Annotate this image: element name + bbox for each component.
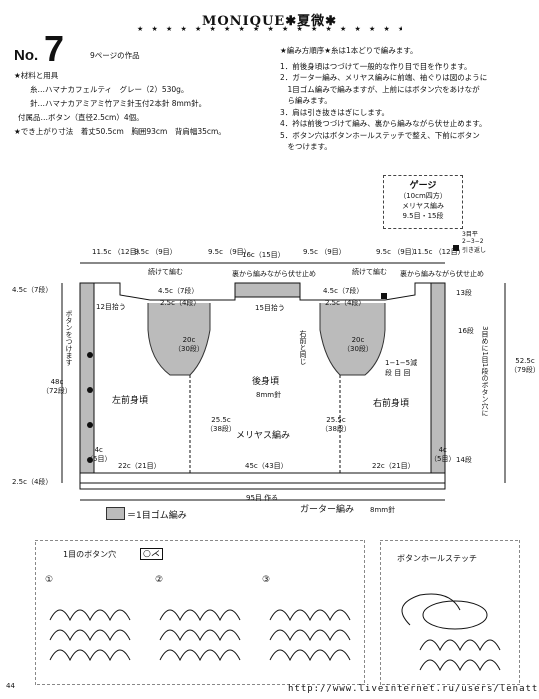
rows-14: 14段 [456, 456, 472, 464]
stockinette-label: メリヤス編み [236, 431, 291, 441]
buttonhole-title: 1目のボタン穴 [63, 550, 117, 559]
gauge-size: （10cm四方） [399, 192, 447, 200]
hem-width-left: 22c（21目） [118, 462, 161, 470]
steps-heading: ★編み方順序★糸は1本どりで編みます。 [280, 46, 418, 55]
top-dim-5: 9.5c （9目） [303, 248, 346, 256]
buttonhole-note: 3目めに1目1段のボタン穴に [481, 326, 489, 417]
page-header-title: MONIQUE✱夏微✱ [201, 14, 338, 29]
finished-size: ★でき上がり寸法 着丈50.5cm 胸囲93cm 背肩幅35cm。 [14, 127, 226, 136]
buttonhole-stitch-illustration [380, 540, 520, 685]
bind-off-note-left: 裏から編みながら伏せ止め [232, 270, 316, 278]
back-needle-label: 8mm針 [256, 391, 282, 399]
gauge-stitch: メリヤス編み [402, 202, 444, 210]
armhole-depth-right: 20c （30段） [343, 336, 373, 353]
pattern-page-ref: 9ページの作品 [90, 51, 140, 60]
buttonhole-symbol: ○⋌ [140, 548, 163, 560]
left-front-label: 左前身頃 [112, 396, 149, 406]
top-dim-3: 9.5c （9目） [208, 248, 251, 256]
materials-needles: 針…ハマナカアミアミ竹アミ針玉付2本針 8mm針。 [30, 99, 207, 108]
armhole-depth-left: 20c （30段） [174, 336, 204, 353]
step-line: 4．衿は前後つづけて編み、裏から編みながら伏せ止めます。 [280, 119, 487, 128]
neck-depth-left: 4.5c（7段） [158, 287, 199, 295]
step-2-marker: ② [155, 575, 164, 585]
top-dim-4: 16c（15目） [242, 251, 285, 259]
right-front-label: 右前身頃 [373, 399, 410, 409]
rib-height-left: 2.5c（4段） [160, 299, 201, 307]
step-1-marker: ① [45, 575, 54, 585]
rib-legend-swatch [106, 507, 125, 520]
side-length-right: 25.5c （38段） [321, 416, 351, 433]
garment-schematic [61, 245, 506, 501]
side-length-left: 25.5c （38段） [206, 416, 236, 433]
height-right: 52.5c （79段） [510, 357, 539, 374]
buttonhole-illustration [35, 540, 365, 685]
neck-depth-right: 4.5c（7段） [323, 287, 364, 295]
cast-on-note: 95目 作る [246, 494, 279, 502]
top-dim-7: 11.5c （12目） [413, 248, 465, 256]
pattern-number-label: No. [14, 47, 39, 64]
pickup-left: 12目拾う [96, 303, 126, 311]
step-line: 5．ボタン穴はボタンホールステッチで整え、下前にボタン [280, 130, 480, 140]
hem-width-right: 22c（21目） [372, 462, 415, 470]
step-line: をつけます。 [280, 142, 332, 151]
gauge-count: 9.5目・15段 [402, 212, 444, 220]
step-line: ら編みます。 [280, 96, 332, 105]
rib-height-right: 2.5c（4段） [325, 299, 366, 307]
short-row-note: 3目平 2−3−2 引き返し [462, 231, 487, 254]
step-line: 1．前後身頃はつづけて一般的な作り目で目を作ります。 [280, 61, 472, 71]
continue-note-left: 続けて編む [148, 268, 183, 276]
gauge-title: ゲージ [409, 181, 437, 191]
top-dim-2: 9.5c （9目） [134, 248, 177, 256]
top-dim-6: 9.5c （9目） [376, 248, 419, 256]
header-star-border: ★ ★ ★ ★ ★ ★ ★ ★ ★ ★ ★ ★ ★ ★ ★ ★ ★ ★ ★ ★ … [137, 25, 402, 33]
materials-heading: ★材料と用具 [14, 71, 59, 80]
materials-yarn: 糸…ハマナカフェルティ グレー（2）530g。 [30, 85, 189, 94]
step-line: 2．ガーター編み、メリヤス編みに前端、袖ぐりは図のように [280, 73, 488, 82]
gauge-box: ゲージ （10cm四方） メリヤス編み 9.5目・15段 [383, 175, 463, 229]
continue-note-right: 続けて編む [352, 268, 387, 276]
bind-off-note-right: 裏から編みながら伏せ止め [400, 270, 484, 278]
button-position-note: ボタンをつけます [65, 310, 73, 366]
same-as-right-note: 右前と同じ [299, 330, 307, 365]
hem-left: 4c （5目） [86, 446, 112, 463]
rib-legend-label: ＝1目ゴム編み [127, 511, 187, 521]
steps-block: ★編み方順序★糸は1本どりで編みます。 1．前後身頃はつづけて一般的な作り目で目… [280, 45, 487, 153]
pickup-right: 13段 [456, 289, 472, 297]
buttonhole-stitch-title: ボタンホールステッチ [397, 554, 477, 563]
hem-right: 4c （5目） [430, 446, 456, 463]
step-3-marker: ③ [262, 575, 271, 585]
decrease-note: 1−1−5減 段 目 回 [385, 359, 418, 377]
pattern-number: 7 [44, 28, 65, 69]
page-number: 44 [6, 682, 15, 690]
back-panel-label: 後身頃 [252, 377, 280, 387]
button-markers [87, 352, 93, 463]
rows-16: 16段 [458, 327, 474, 335]
shoulder-height-left: 4.5c（7段） [12, 286, 53, 294]
hem-width-center: 45c（43目） [245, 462, 288, 470]
garter-label: ガーター編み [300, 505, 355, 515]
height-left: 48c （72段） [42, 378, 72, 395]
pickup-center: 15目拾う [255, 304, 285, 312]
garter-height: 2.5c（4段） [12, 478, 53, 486]
garter-needle-label: 8mm針 [370, 506, 396, 514]
step-line: 1目ゴム編みで編みますが、上前にはボタン穴をあけなが [280, 84, 480, 94]
step-line: 3．肩は引き抜きはぎにします。 [280, 107, 390, 117]
top-dim-1: 11.5c （12目） [92, 248, 144, 256]
source-url: http://www.liveinternet.ru/users/lenatt/ [288, 684, 539, 694]
materials-accessories: 付属品…ボタン（直径2.5cm）4個。 [18, 113, 144, 122]
